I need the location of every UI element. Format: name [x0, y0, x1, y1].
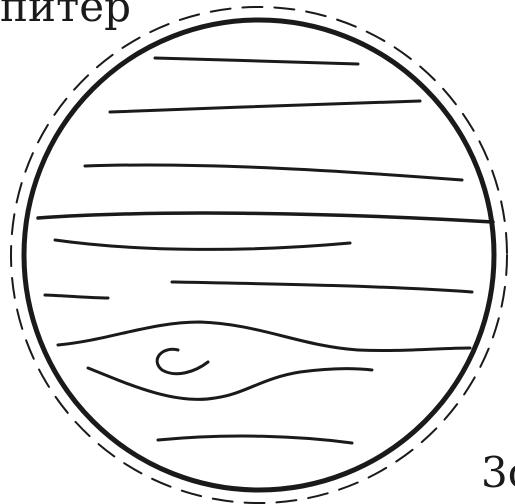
planet-outline — [24, 20, 494, 490]
corner-label: 3c — [481, 452, 515, 494]
band-line — [38, 213, 493, 222]
band-line — [172, 282, 472, 292]
spot-swirl — [157, 349, 208, 373]
outer-dashed-ring — [11, 7, 507, 503]
band-line — [45, 295, 108, 298]
band-line — [110, 101, 420, 112]
spot-band-lower — [88, 368, 372, 399]
spot-band-upper — [58, 322, 470, 351]
band-line — [158, 436, 352, 443]
band-line — [85, 165, 462, 180]
band-line — [155, 58, 358, 64]
band-line — [55, 240, 350, 249]
